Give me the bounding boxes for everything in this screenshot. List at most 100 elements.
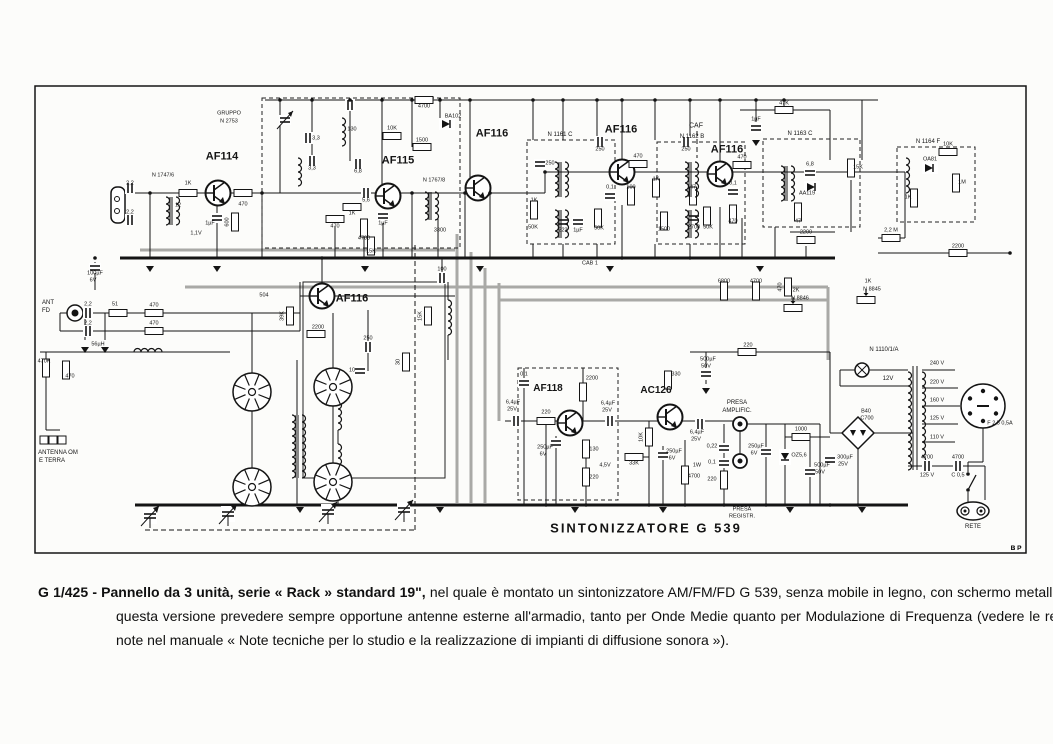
transistor-symbol: [706, 160, 734, 188]
capacitor-symbol: [83, 325, 93, 337]
coil-symbol: [133, 347, 163, 353]
capacitor-symbol: [363, 341, 373, 353]
ground-symbol: [476, 266, 484, 272]
junction-dot: [828, 503, 832, 507]
junction-dot: [584, 503, 588, 507]
ground-symbol: [571, 507, 579, 513]
coil-symbol: [921, 371, 927, 471]
resistor-symbol: [402, 352, 410, 372]
ground-symbol: [858, 507, 866, 513]
ground-symbol: [659, 507, 667, 513]
ground-symbol: [361, 266, 369, 272]
capacitor-symbol: [727, 187, 739, 197]
resistor-symbol: [342, 203, 362, 211]
resistor-symbol: [952, 173, 960, 193]
resistor-symbol: [720, 281, 728, 301]
ground-symbol: [296, 507, 304, 513]
module-box: [896, 146, 976, 223]
resistor-symbol: [627, 186, 635, 206]
capacitor-symbol: [750, 123, 762, 133]
resistor-symbol: [286, 306, 294, 326]
junction-dot: [463, 191, 467, 195]
resistor-symbol: [579, 382, 587, 402]
resistor-symbol: [62, 360, 70, 380]
ground-symbol: [606, 266, 614, 272]
junction-dot: [543, 170, 547, 174]
resistor-symbol: [306, 330, 326, 338]
transistor-symbol: [308, 282, 336, 310]
capacitor-symbol: [700, 369, 712, 379]
transformer-symbol: [424, 191, 440, 221]
fm-input-socket: [110, 186, 126, 224]
variable-capacitor-symbol: [318, 501, 338, 524]
resistor-symbol: [796, 236, 816, 244]
junction-dot: [782, 98, 786, 102]
capacitor-symbol: [511, 415, 521, 427]
resistor-symbol: [660, 211, 668, 231]
junction-dot: [468, 98, 472, 102]
junction-dot: [754, 98, 758, 102]
wire-run: [135, 99, 905, 194]
potentiometer-symbol: [856, 289, 876, 304]
junction-dot: [488, 191, 492, 195]
resistor-symbol: [382, 132, 402, 140]
resistor-symbol: [652, 178, 660, 198]
junction-dot: [722, 503, 726, 507]
resistor-symbol: [424, 306, 432, 326]
capacitor-symbol: [83, 307, 93, 319]
resistor-symbol: [325, 215, 345, 223]
resistor-symbol: [108, 309, 128, 317]
capacitor-symbol: [354, 366, 366, 376]
antenna-connector: [66, 304, 84, 322]
output-jack: [732, 453, 748, 469]
junction-dot: [1008, 251, 1012, 255]
resistor-symbol: [794, 202, 802, 222]
junction-dot: [764, 503, 768, 507]
resistor-symbol: [360, 218, 368, 238]
resistor-symbol: [231, 212, 239, 232]
junction-dot: [438, 98, 442, 102]
capacitor-symbol: [353, 158, 363, 170]
capacitor-symbol: [550, 438, 562, 448]
transistor-symbol: [656, 403, 684, 431]
resistor-symbol: [144, 309, 164, 317]
transistor-symbol: [374, 182, 402, 210]
resistor-symbol: [367, 236, 375, 256]
junction-dot: [856, 503, 860, 507]
module-box: [526, 139, 616, 245]
resistor-symbol: [774, 106, 794, 114]
junction-dot: [320, 256, 324, 260]
voltage-selector: [960, 383, 1006, 429]
capacitor-symbol: [604, 191, 616, 201]
junction-dot: [683, 503, 687, 507]
power-switch: [966, 472, 977, 492]
coil-turret-symbol: [313, 367, 353, 407]
trimmer-arrow: [276, 110, 294, 130]
zener-diode-symbol: [779, 449, 791, 465]
module-box: [261, 97, 461, 249]
junction-dot: [310, 98, 314, 102]
mains-plug: [956, 501, 990, 521]
resistor-symbol: [594, 208, 602, 228]
junction-dot: [531, 98, 535, 102]
junction-dot: [544, 503, 548, 507]
capacitor-symbol: [437, 272, 447, 284]
ground-symbol: [101, 347, 109, 353]
capacitor-symbol: [534, 159, 546, 169]
bridge-rectifier-symbol: [840, 415, 876, 451]
capacitor-symbol: [953, 460, 963, 472]
screw-terminal-strip: [39, 435, 67, 445]
capacitor-symbol: [125, 182, 135, 194]
resistor-symbol: [681, 465, 689, 485]
schematic-title: SINTONIZZATORE G 539: [550, 520, 742, 536]
resistor-symbol: [624, 453, 644, 461]
ground-symbol: [213, 266, 221, 272]
transformer-symbol: [684, 161, 700, 198]
diode-symbol: [804, 181, 820, 193]
capacitor-symbol: [718, 443, 730, 453]
resistor-symbol: [628, 160, 648, 168]
output-jack: [732, 416, 748, 432]
resistor-symbol: [948, 249, 968, 257]
resistor-symbol: [530, 200, 538, 220]
